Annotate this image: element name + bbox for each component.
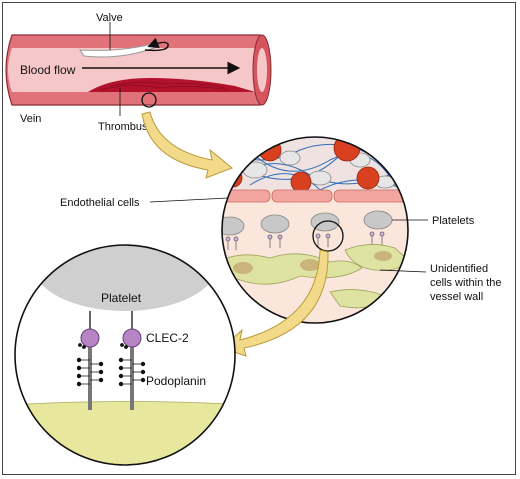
unidentified-label-2: cells within the bbox=[430, 277, 502, 289]
endothelial-leader bbox=[149, 197, 229, 203]
stromal-nuclei bbox=[233, 251, 392, 274]
vessel-cell-surface bbox=[15, 401, 235, 465]
podoplanin-right bbox=[118, 345, 146, 410]
middle-circle-outline bbox=[221, 136, 409, 324]
unidentified-label-1: Unidentified bbox=[430, 263, 488, 275]
blood-flow-label: Blood flow bbox=[20, 63, 76, 77]
zoom-source-circle-2 bbox=[312, 220, 344, 252]
platelet-label: Platelet bbox=[101, 291, 142, 305]
unidentified-leader bbox=[379, 269, 427, 273]
zoom-source-circle bbox=[141, 92, 157, 108]
platelet-body bbox=[33, 245, 217, 311]
clec2-tails bbox=[78, 343, 128, 349]
podoplanin-label: Podoplanin bbox=[146, 374, 206, 388]
thrombus bbox=[88, 78, 255, 92]
clec2-label: CLEC-2 bbox=[146, 331, 189, 345]
curved-arrow-icon bbox=[144, 37, 169, 52]
thrombus-label: Thrombus bbox=[98, 121, 148, 133]
receptor-zoom bbox=[15, 245, 235, 465]
clec2-receptors bbox=[89, 311, 133, 330]
endothelial-cells-label: Endothelial cells bbox=[60, 197, 140, 209]
podoplanin-left bbox=[76, 345, 104, 410]
clec2-heads bbox=[80, 328, 142, 348]
platelets-label: Platelets bbox=[432, 215, 475, 227]
zoom-arrow-1 bbox=[141, 111, 233, 179]
zoom-circle-outline bbox=[14, 244, 236, 466]
unidentified-label-3: vessel wall bbox=[430, 291, 483, 303]
endothelial-layer bbox=[222, 189, 408, 203]
vein-label: Vein bbox=[20, 113, 41, 125]
thrombus-texture bbox=[99, 82, 231, 91]
wall-receptors bbox=[225, 231, 385, 250]
valve-label: Valve bbox=[96, 12, 123, 24]
